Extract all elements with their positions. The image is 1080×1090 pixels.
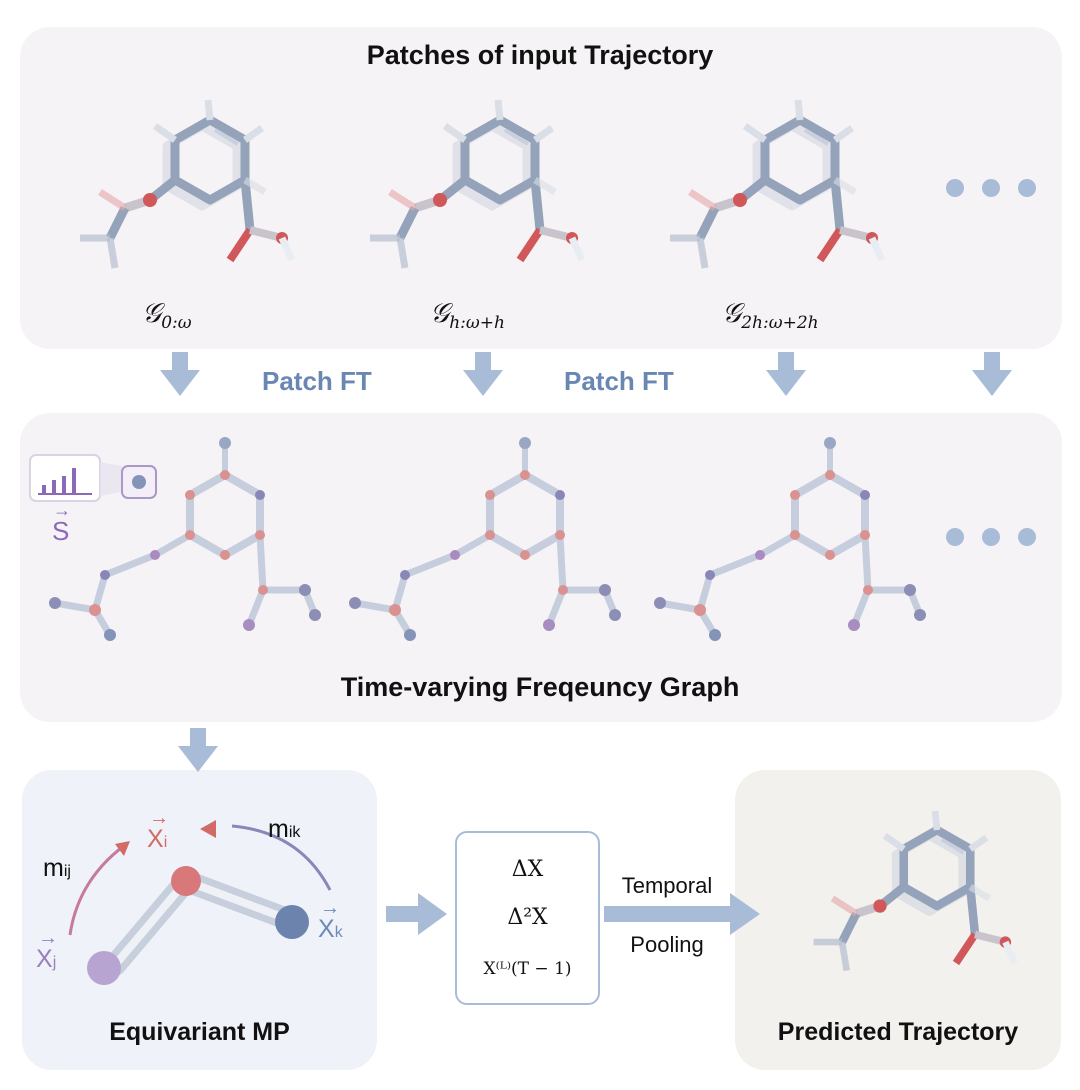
pooling-label-line1: Temporal [621, 873, 713, 898]
down-arrow-2 [463, 352, 503, 396]
down-arrow-1 [160, 352, 200, 396]
xj-label: →Xj [36, 927, 58, 973]
xk-label: →Xk [318, 897, 343, 943]
right-arrow-delta [386, 893, 447, 935]
graph-label-0: 𝒢0:ω [142, 298, 192, 333]
frequency-graph-panel [20, 413, 1062, 722]
predicted-molecule [814, 811, 1015, 971]
xi-label: →Xi [147, 807, 169, 853]
ellipsis-top [946, 179, 1036, 197]
top-panel-title: Patches of input Trajectory [366, 40, 714, 70]
molecule-patch-0 [80, 100, 292, 268]
spectrum-icon [29, 454, 157, 502]
mid-panel-title: Time-varying Freqeuncy Graph [340, 672, 740, 702]
formula-delta-x: ΔX [511, 857, 544, 882]
predicted-trajectory-panel [735, 770, 1061, 1070]
formula-delta2-x: Δ²X [507, 905, 548, 930]
graph-label-2: 𝒢2h:ω+2h [722, 298, 819, 333]
delta-feature-box: ΔX Δ²X X⁽ᴸ⁾(T − 1) [455, 831, 600, 1005]
mik-label: mik [268, 815, 301, 843]
frequency-graph-1 [349, 437, 621, 641]
patch-ft-label-2: Patch FT [564, 366, 674, 396]
message-passing-illustration [68, 820, 332, 985]
formula-x-last: X⁽ᴸ⁾(T − 1) [483, 959, 572, 979]
pooling-arrow [604, 893, 760, 935]
frequency-graph-2 [654, 437, 926, 641]
spectrum-vector-label: →S [52, 500, 71, 546]
mij-label: mij [43, 854, 71, 882]
down-arrow-4 [972, 352, 1012, 396]
graph-label-1: 𝒢h:ω+h [430, 298, 505, 333]
pooling-label-line2: Pooling [630, 932, 704, 957]
ellipsis-mid [946, 528, 1036, 546]
equivariant-mp-panel [22, 770, 377, 1070]
molecule-patch-1 [370, 100, 582, 268]
mp-panel-title: Equivariant MP [109, 1018, 290, 1046]
down-arrow-3 [766, 352, 806, 396]
pred-panel-title: Predicted Trajectory [777, 1018, 1019, 1046]
molecule-patch-2 [670, 100, 882, 268]
patch-ft-label-1: Patch FT [262, 366, 372, 396]
down-arrow-mp [178, 728, 218, 772]
